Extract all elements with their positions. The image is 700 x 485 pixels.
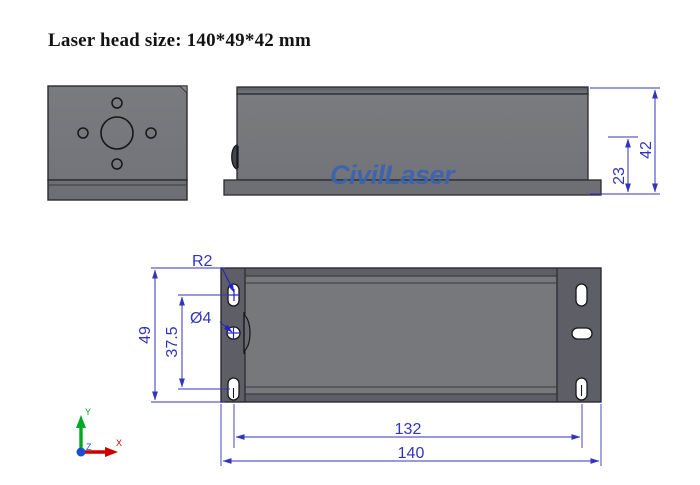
horizontal-dimensions-group: 132 140 [220,404,602,466]
top-view-vertical-dimensions: 49 37.5 [137,267,230,403]
side-view-base-plate [223,179,602,196]
output-lens [231,144,238,170]
end-view-base [47,179,188,201]
mount-hole-top [111,97,123,109]
vertical-dimensions-group: 42 23 [590,87,660,195]
dim-label-width-total: 49 [137,326,154,344]
top-view-body [244,275,558,395]
axis-triad: Y X Z [76,407,122,457]
axis-x-arrowhead [105,447,118,457]
leader-callouts: R2 Ø4 [190,253,235,333]
dim-label-width-holes: 37.5 [164,326,181,357]
axis-y-label: Y [85,407,91,417]
slot-right-middle [571,327,593,340]
side-view [223,86,602,196]
dim-label-length-total: 140 [398,445,425,462]
slot-right-top [575,283,588,307]
axis-x-label: X [116,438,122,448]
side-view-top-strip [236,86,589,95]
mount-hole-bottom [111,158,123,170]
watermark-text: CivilLaser [330,160,455,190]
axis-z-origin-dot [76,447,86,457]
mount-hole-right [145,127,157,139]
dim-label-corner-radius: R2 [192,253,213,270]
axis-y-arrowhead [76,415,86,428]
axis-z-label: Z [86,442,92,452]
leader-line-r2 [221,267,235,293]
civillaser-watermark: CivilLaser [330,160,455,191]
leader-line-d4 [219,321,233,333]
dim-label-length-holes: 132 [395,421,422,438]
dim-label-height-body: 23 [611,167,628,185]
center-aperture-circle [100,116,134,150]
end-view-chamfer [179,85,188,94]
top-view [220,267,602,403]
dim-label-hole-diameter: Ø4 [190,310,211,327]
dim-label-height-total: 42 [638,141,655,159]
mount-hole-left [77,127,89,139]
end-view [47,85,188,201]
page-title: Laser head size: 140*49*42 mm [48,30,311,51]
end-view-body [47,85,188,181]
